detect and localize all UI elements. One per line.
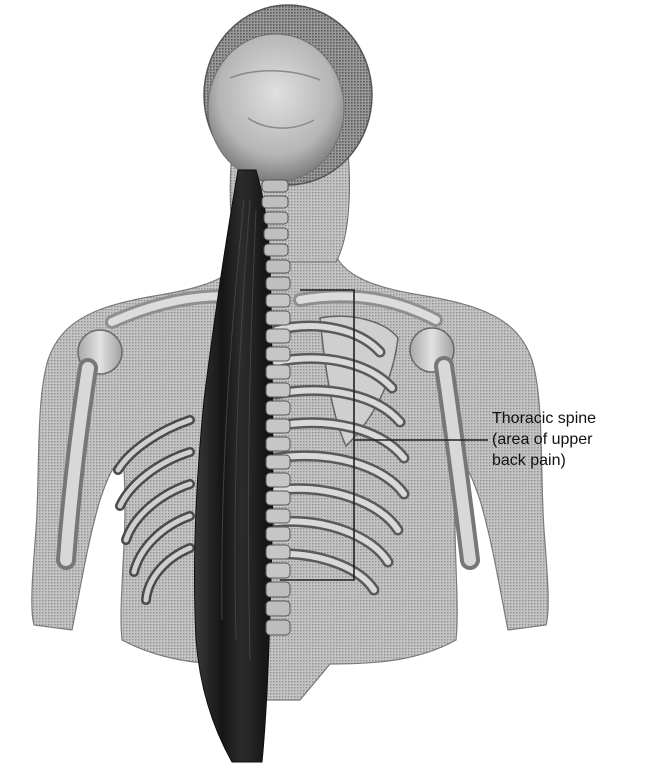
callout-line-1: Thoracic spine	[492, 408, 650, 429]
callout-line-2: (area of upper	[492, 429, 650, 450]
callout-line-3: back pain)	[492, 450, 650, 471]
spinal-column	[262, 180, 290, 635]
back-muscle	[194, 170, 272, 762]
callout-label: Thoracic spine (area of upper back pain)	[492, 408, 650, 471]
skull	[208, 34, 344, 182]
